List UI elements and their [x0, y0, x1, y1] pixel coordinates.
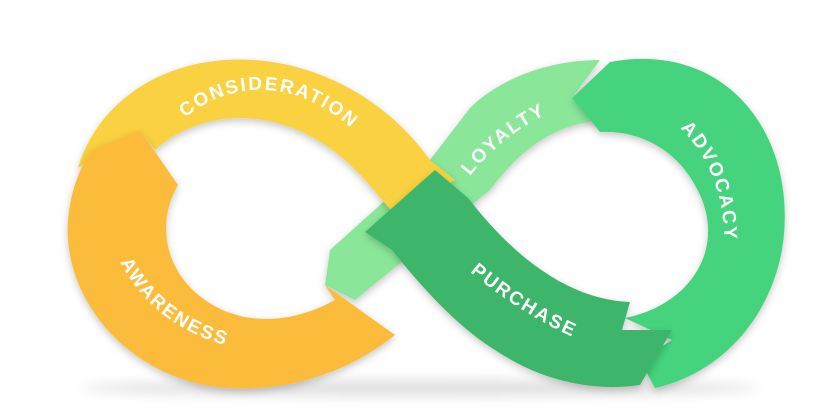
consideration-segment	[78, 59, 455, 215]
awareness-segment	[67, 130, 395, 389]
advocacy-segment	[572, 58, 785, 389]
purchase-segment	[365, 170, 672, 387]
